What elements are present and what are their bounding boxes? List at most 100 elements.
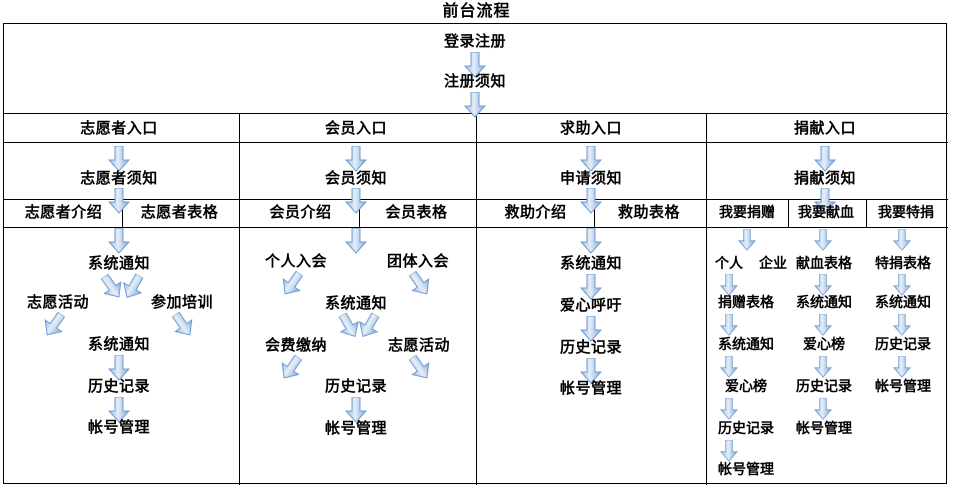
subheader-help-form[interactable]: 救助表格 [617, 203, 680, 221]
arrow-c4c-0 [893, 229, 911, 251]
subheader-donate-goods[interactable]: 我要捐赠 [719, 205, 775, 221]
entry-help[interactable]: 求助入口 [559, 119, 622, 137]
c2-step-personal-join[interactable]: 个人入会 [264, 252, 327, 270]
c2-step-membership-fee[interactable]: 会费缴纳 [264, 336, 327, 354]
arrow-c3-3 [580, 358, 602, 384]
subheader-member-intro[interactable]: 会员介绍 [269, 203, 332, 221]
c2-step-system-notice[interactable]: 系统通知 [324, 294, 387, 312]
c4a-step-system-notice[interactable]: 系统通知 [718, 337, 774, 353]
arrow-c2-2-right [353, 309, 385, 343]
arrow-notice-to-entries [464, 92, 486, 118]
arrow-c4b-1 [814, 274, 832, 296]
arrow-c3-2 [580, 316, 602, 342]
col-divider-2 [476, 113, 477, 485]
subcol-divider-a [122, 199, 123, 227]
arrow-c4c-1 [893, 274, 911, 296]
arrow-c4a-5 [720, 440, 738, 462]
c2-step-history[interactable]: 历史记录 [324, 377, 387, 395]
c1-step-history[interactable]: 历史记录 [87, 377, 150, 395]
subheader-donate-special[interactable]: 我要特捐 [878, 205, 934, 221]
arrow-c1-4 [108, 397, 130, 423]
arrow-c3-0 [580, 228, 602, 254]
arrow-c1-1-right [117, 270, 149, 304]
arrow-c2-3-left [275, 351, 308, 385]
subheader-volunteer-form[interactable]: 志愿者表格 [140, 203, 219, 221]
c1-step-system-notice-2[interactable]: 系统通知 [87, 335, 150, 353]
c4b-step-blood-form[interactable]: 献血表格 [796, 256, 852, 272]
col-divider-1 [239, 113, 240, 485]
arrow-c1-0 [108, 228, 130, 254]
arrow-c4b-3 [814, 356, 832, 378]
entry-volunteer[interactable]: 志愿者入口 [80, 119, 158, 137]
c4a-step-love-list[interactable]: 爱心榜 [725, 379, 767, 395]
c4c-step-system-notice[interactable]: 系统通知 [875, 295, 931, 311]
subcol-divider-c [594, 199, 595, 227]
c4a-step-history[interactable]: 历史记录 [718, 421, 774, 437]
c2-step-account[interactable]: 帐号管理 [324, 419, 387, 437]
arrow-entry-donation-to-notice [814, 146, 836, 172]
c2-step-group-join[interactable]: 团体入会 [386, 252, 449, 270]
c1-step-join-training[interactable]: 参加培训 [150, 293, 213, 311]
arrow-c2-4 [345, 397, 367, 423]
arrow-c4a-2 [720, 314, 738, 336]
c4a-step-account[interactable]: 帐号管理 [718, 462, 774, 478]
arrow-notice-member-to-sub [345, 188, 367, 214]
arrow-c4b-4 [814, 398, 832, 420]
arrow-c4a-3 [720, 356, 738, 378]
arrow-c1-3 [108, 355, 130, 381]
c4c-step-special-form[interactable]: 特捐表格 [875, 256, 931, 272]
c4b-step-history[interactable]: 历史记录 [796, 379, 852, 395]
arrow-entry-help-to-notice [580, 146, 602, 172]
c3-step-account[interactable]: 帐号管理 [559, 379, 622, 397]
arrow-c4b-2 [814, 314, 832, 336]
c3-step-system-notice[interactable]: 系统通知 [559, 254, 622, 272]
c4c-step-account[interactable]: 帐号管理 [875, 379, 931, 395]
arrow-notice-volunteer-to-sub [108, 188, 130, 214]
c4a-step-donate-form[interactable]: 捐赠表格 [718, 295, 774, 311]
arrow-c2-1-left [276, 267, 309, 301]
page-title: 前台流程 [442, 1, 511, 20]
node-register-notice[interactable]: 注册须知 [443, 72, 506, 90]
c4b-step-account[interactable]: 帐号管理 [796, 421, 852, 437]
arrow-entry-volunteer-to-notice [108, 146, 130, 172]
arrow-c4a-1 [720, 274, 738, 296]
arrow-c1-2-left [38, 308, 71, 342]
c4b-step-system-notice[interactable]: 系统通知 [796, 295, 852, 311]
c4a-step-enterprise[interactable]: 企业 [759, 256, 787, 272]
c3-step-history[interactable]: 历史记录 [559, 338, 622, 356]
subheader-member-form[interactable]: 会员表格 [385, 203, 448, 221]
c4c-step-history[interactable]: 历史记录 [875, 337, 931, 353]
arrow-c2-1-right [404, 267, 437, 301]
arrow-login-to-notice [464, 52, 486, 78]
subheader-help-intro[interactable]: 救助介绍 [504, 203, 567, 221]
subheader-donate-blood[interactable]: 我要献血 [798, 205, 854, 221]
arrow-entry-member-to-notice [345, 146, 367, 172]
subcol-divider-b [359, 199, 360, 227]
c1-step-system-notice-1[interactable]: 系统通知 [87, 254, 150, 272]
c1-step-volunteer-activity[interactable]: 志愿活动 [26, 293, 89, 311]
c1-step-account[interactable]: 帐号管理 [87, 418, 150, 436]
arrow-c4a-4 [720, 398, 738, 420]
notice-volunteer[interactable]: 志愿者须知 [80, 169, 158, 187]
arrow-notice-help-to-sub [580, 188, 602, 214]
arrow-c1-2-right [167, 308, 200, 342]
notice-member[interactable]: 会员须知 [324, 169, 387, 187]
arrow-c4a-0 [738, 229, 756, 251]
node-login-register[interactable]: 登录注册 [443, 32, 506, 50]
arrow-c1-1-left [96, 270, 129, 304]
subheader-volunteer-intro[interactable]: 志愿者介绍 [24, 203, 103, 221]
entry-member[interactable]: 会员入口 [324, 119, 387, 137]
entry-donation[interactable]: 捐献入口 [793, 119, 856, 137]
c3-step-love-appeal[interactable]: 爱心呼吁 [559, 296, 622, 314]
c4a-step-personal[interactable]: 个人 [715, 256, 743, 272]
notice-donation[interactable]: 捐献须知 [793, 169, 856, 187]
c2-step-volunteer-activity[interactable]: 志愿活动 [387, 336, 450, 354]
arrow-c2-2-left [333, 309, 365, 343]
notice-help[interactable]: 申请须知 [559, 169, 622, 187]
c4b-step-love-list[interactable]: 爱心榜 [803, 337, 845, 353]
arrow-c4c-2 [893, 314, 911, 336]
subcol-divider-d [788, 199, 789, 227]
col-divider-3 [706, 113, 707, 485]
arrow-notice-donation-to-sub [814, 188, 836, 214]
